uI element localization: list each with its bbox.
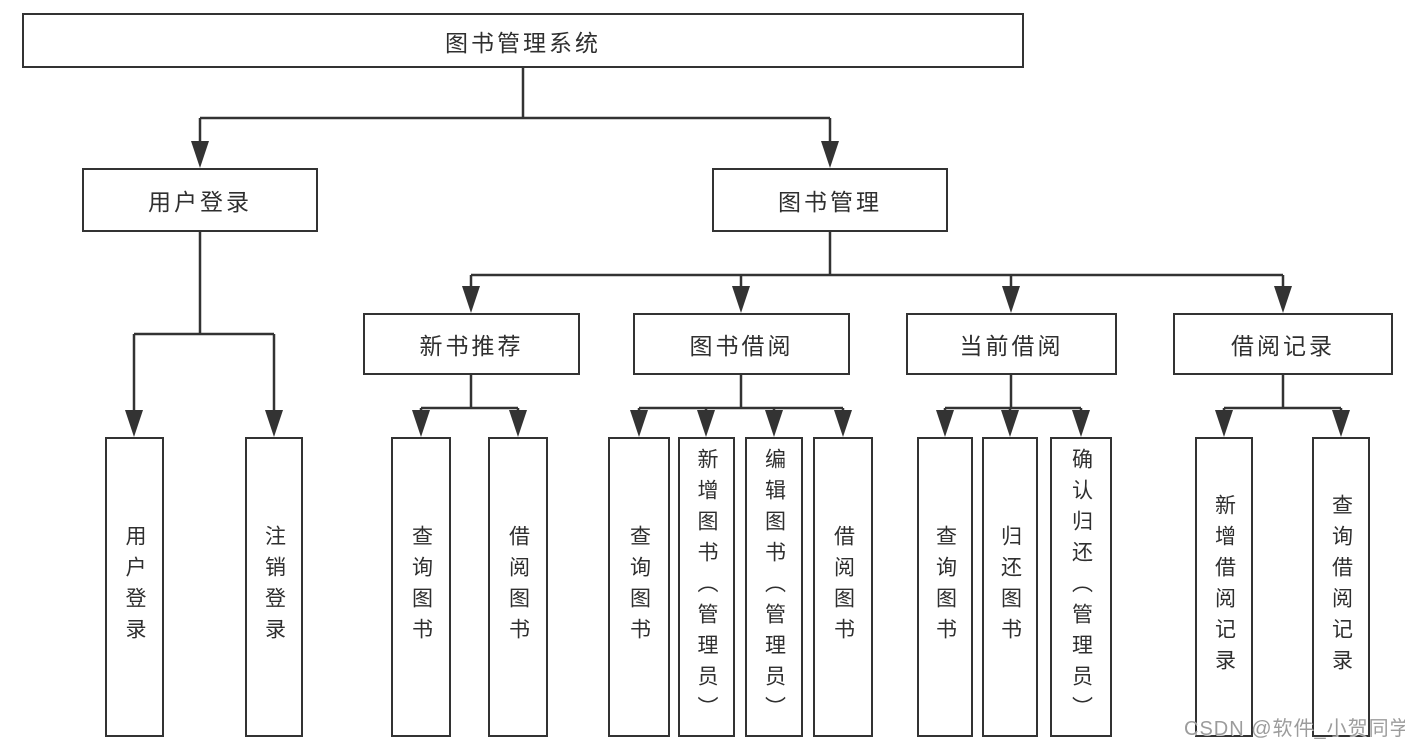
arrowhead-icon (509, 410, 527, 437)
node-book-borrowing-label: 图书借阅 (689, 333, 794, 359)
node-user-login: 用户登录 (82, 168, 318, 232)
leaf-query-books-recommend: 查询图书 (391, 437, 451, 737)
leaf-borrow-books-borrowing: 借阅图书 (813, 437, 873, 737)
node-book-management-label: 图书管理 (778, 189, 882, 215)
leaf-confirm-return-admin: 确认归还（管理员） (1050, 437, 1112, 737)
leaf-query-books-borrowing: 查询图书 (608, 437, 670, 737)
arrowhead-icon (412, 410, 430, 437)
leaf-add-book-admin: 新增图书（管理员） (678, 437, 735, 737)
node-current-borrowing-label: 当前借阅 (959, 333, 1064, 359)
leaf-query-books-current: 查询图书 (917, 437, 973, 737)
arrowhead-icon (265, 410, 283, 437)
leaf-query-borrow-record: 查询借阅记录 (1312, 437, 1370, 737)
node-borrow-records: 借阅记录 (1173, 313, 1393, 375)
node-root-system: 图书管理系统 (22, 13, 1024, 68)
csdn-watermark: CSDN @软件_小贺同学 (1184, 718, 1405, 740)
arrowhead-icon (1001, 410, 1019, 437)
arrowhead-icon (191, 141, 209, 168)
node-borrow-records-label: 借阅记录 (1231, 333, 1335, 359)
arrowhead-icon (1215, 410, 1233, 437)
leaf-borrow-books-recommend: 借阅图书 (488, 437, 548, 737)
leaf-user-login: 用户登录 (105, 437, 164, 737)
node-new-book-recommend: 新书推荐 (363, 313, 580, 375)
node-new-book-recommend-label: 新书推荐 (419, 333, 524, 359)
arrowhead-icon (697, 410, 715, 437)
node-current-borrowing: 当前借阅 (906, 313, 1117, 375)
arrowhead-icon (1332, 410, 1350, 437)
arrowhead-icon (1002, 286, 1020, 313)
leaf-return-books: 归还图书 (982, 437, 1038, 737)
arrowhead-icon (936, 410, 954, 437)
node-root-system-label: 图书管理系统 (445, 29, 601, 56)
arrowhead-icon (765, 410, 783, 437)
arrowhead-icon (821, 141, 839, 168)
arrowhead-icon (462, 286, 480, 313)
leaf-logout: 注销登录 (245, 437, 303, 737)
node-book-borrowing: 图书借阅 (633, 313, 850, 375)
arrowhead-icon (125, 410, 143, 437)
arrowhead-icon (1072, 410, 1090, 437)
arrowhead-icon (732, 286, 750, 313)
node-user-login-label: 用户登录 (148, 189, 252, 215)
arrowhead-icon (630, 410, 648, 437)
node-book-management: 图书管理 (712, 168, 948, 232)
leaf-add-borrow-record: 新增借阅记录 (1195, 437, 1253, 737)
leaf-edit-book-admin: 编辑图书（管理员） (745, 437, 803, 737)
arrowhead-icon (1274, 286, 1292, 313)
arrowhead-icon (834, 410, 852, 437)
